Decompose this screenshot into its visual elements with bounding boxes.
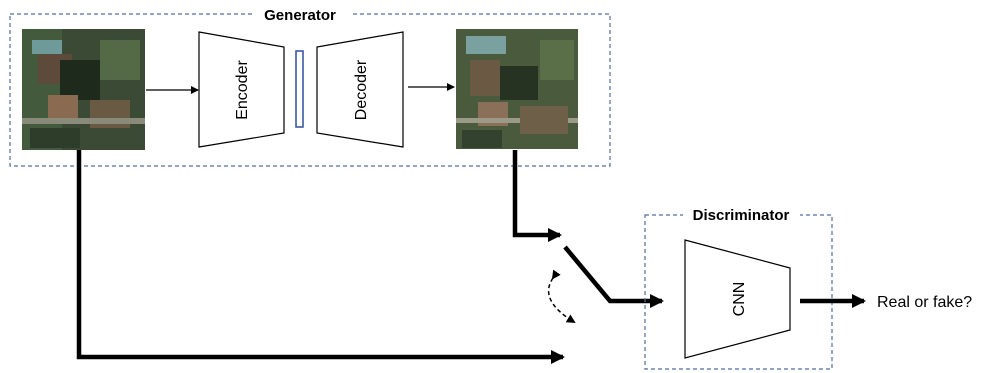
generator-box: [9, 13, 611, 167]
real-image-path: [76, 150, 565, 364]
cnn-block: [684, 239, 791, 359]
discriminator-title: Discriminator: [693, 207, 790, 224]
input-aerial-image: [22, 29, 145, 150]
encoder-block: [198, 31, 285, 148]
generated-aerial-image: [456, 29, 578, 149]
decoder-label: Decoder: [353, 59, 370, 120]
cnn-label: CNN: [731, 282, 748, 317]
encoder-label: Encoder: [234, 60, 251, 120]
fake-image-path: [512, 150, 562, 242]
switch-toggle-indicator: [547, 269, 576, 324]
decoder-block: [316, 31, 404, 148]
selector-switch: [563, 245, 664, 308]
output-label: Real or fake?: [877, 294, 972, 311]
latent-vector: [295, 50, 304, 128]
generator-title: Generator: [264, 7, 336, 24]
